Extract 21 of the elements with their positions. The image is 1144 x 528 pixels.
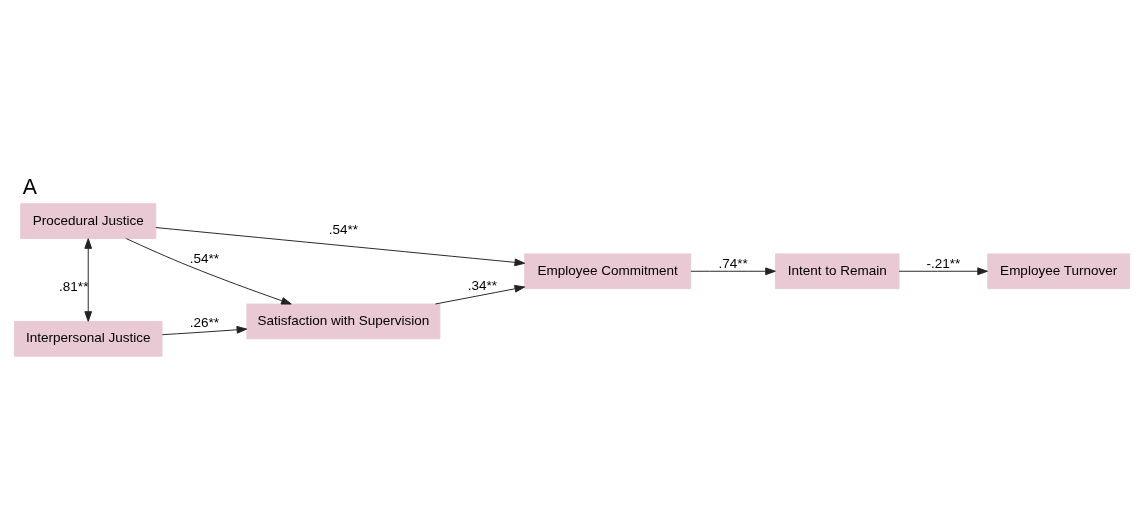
edge-label: .34** — [467, 277, 497, 293]
edge-label: .54** — [189, 250, 220, 266]
edge-label: .26** — [189, 314, 220, 330]
arrow — [434, 284, 526, 304]
diagram-title: A — [22, 174, 37, 198]
node-box: Intent to Remain — [775, 252, 900, 289]
arrow — [898, 266, 988, 275]
node-box: Procedural Justice — [20, 202, 157, 239]
arrow — [125, 237, 292, 305]
edge-label: -.21** — [926, 255, 961, 271]
edge-label: .74** — [718, 255, 748, 271]
arrow — [161, 325, 248, 335]
edge-label: .81** — [59, 278, 89, 294]
arrow — [155, 226, 526, 266]
node-box: Employee Turnover — [987, 252, 1131, 289]
arrow — [690, 266, 776, 275]
node-box: Interpersonal Justice — [13, 320, 163, 357]
edge-label: .54** — [328, 221, 359, 237]
node-box: Employee Commitment — [524, 252, 692, 289]
node-box: Satisfaction with Supervision — [246, 303, 441, 339]
arrow — [84, 237, 93, 322]
